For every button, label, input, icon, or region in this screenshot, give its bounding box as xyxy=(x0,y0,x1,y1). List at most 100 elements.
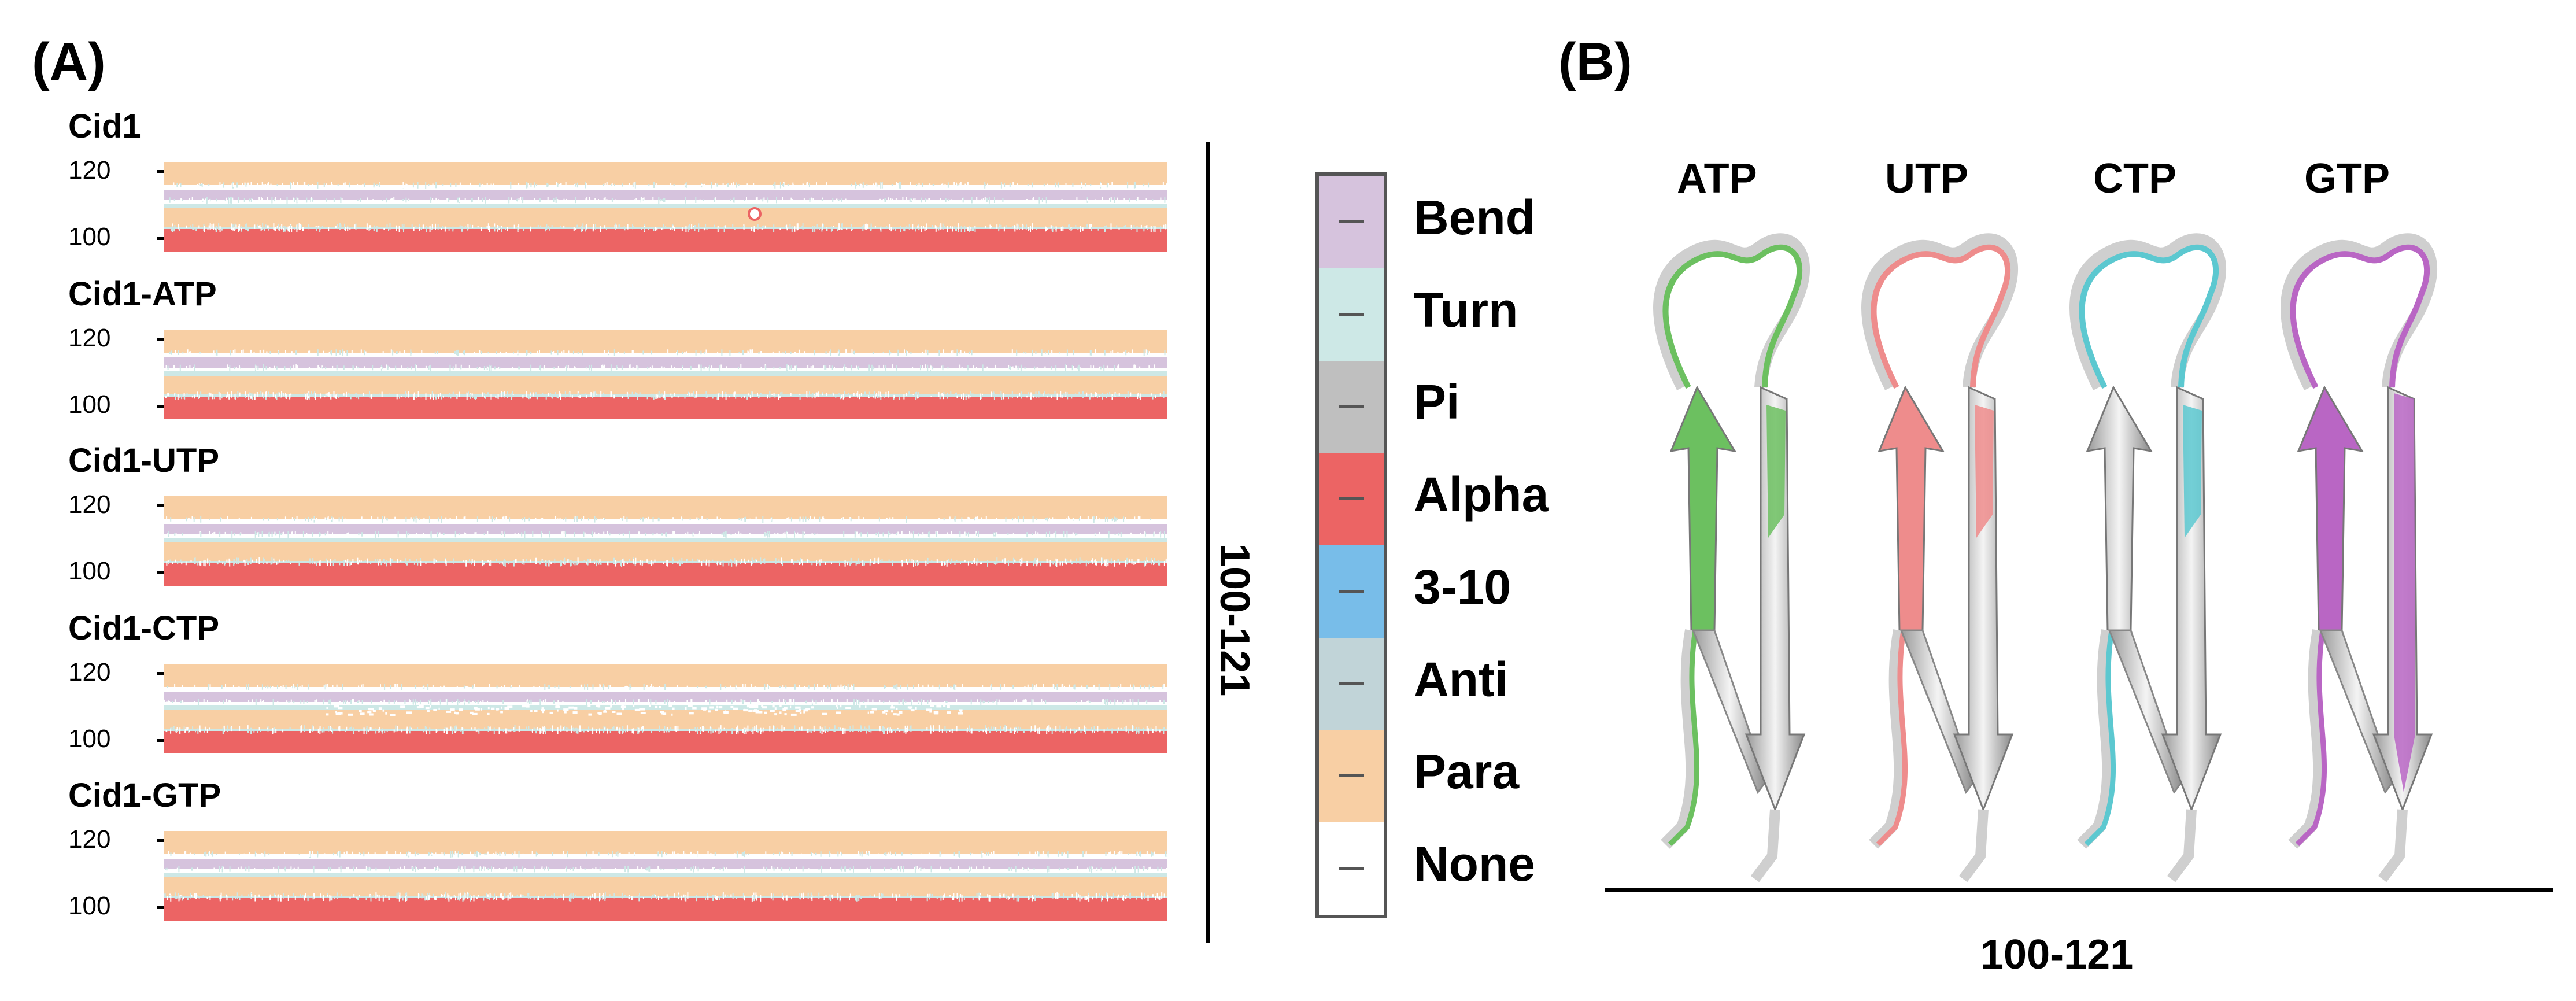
structure-noise xyxy=(164,851,1167,902)
legend-label-alpha: Alpha xyxy=(1414,467,1549,522)
structure-noise xyxy=(164,684,1167,734)
legend-swatch-bend xyxy=(1319,176,1384,269)
structure-band xyxy=(164,227,1167,229)
legend-label-3-10: 3-10 xyxy=(1414,559,1511,614)
y-tick-label-bottom: 100 xyxy=(68,390,111,419)
structure-track xyxy=(164,330,1167,419)
legend-label-para: Para xyxy=(1414,744,1520,799)
structure-band xyxy=(164,330,1167,353)
structure-band xyxy=(164,729,1167,731)
horizontal-separator xyxy=(1605,888,2553,892)
legend-swatch-para xyxy=(1319,730,1384,823)
structure-band xyxy=(164,397,1167,419)
structure-band xyxy=(164,368,1167,371)
structure-label-atp: ATP xyxy=(1677,156,1757,202)
structure-band xyxy=(164,692,1167,702)
structure-band xyxy=(164,496,1167,519)
structure-band xyxy=(164,561,1167,563)
vertical-separator xyxy=(1206,142,1210,943)
structure-band xyxy=(164,873,1167,877)
structure-band xyxy=(164,877,1167,896)
structure-band xyxy=(164,731,1167,753)
y-tick-label-top: 120 xyxy=(68,658,111,686)
structure-band xyxy=(164,357,1167,368)
structure-band xyxy=(164,376,1167,394)
legend-dash xyxy=(1338,867,1365,870)
structure-band xyxy=(164,524,1167,534)
structure-band xyxy=(164,705,1167,710)
legend-label-turn: Turn xyxy=(1414,282,1518,337)
structure-band xyxy=(164,702,1167,705)
secondary-structure-legend xyxy=(1315,172,1387,918)
structure-band xyxy=(164,896,1167,898)
legend-label-bend: Bend xyxy=(1414,190,1535,245)
track-label: Cid1-CTP xyxy=(68,610,219,647)
legend-label-anti: Anti xyxy=(1414,652,1509,707)
hairpin-gtp xyxy=(2281,233,2438,882)
legend-dash xyxy=(1338,312,1365,316)
structure-label-gtp: GTP xyxy=(2304,156,2390,202)
legend-swatch-pi xyxy=(1319,360,1384,454)
structure-noise xyxy=(166,516,1167,567)
panel-a-label: (A) xyxy=(32,32,106,91)
y-tick-label-bottom: 100 xyxy=(68,892,111,920)
track-label: Cid1-ATP xyxy=(68,275,217,313)
hairpin-atp xyxy=(1653,233,1810,882)
structure-noise xyxy=(165,349,1166,400)
structure-band xyxy=(164,190,1167,200)
structure-band xyxy=(164,542,1167,561)
hairpin-ctp xyxy=(2069,233,2227,882)
structure-label-utp: UTP xyxy=(1885,156,1968,202)
panel-b-label: (B) xyxy=(1558,32,1632,91)
legend-dash xyxy=(1338,405,1365,408)
structure-track xyxy=(164,831,1167,921)
structure-band xyxy=(164,538,1167,542)
legend-dash xyxy=(1338,589,1365,593)
legend-swatch-anti xyxy=(1319,637,1384,731)
structure-band xyxy=(164,854,1167,859)
structure-band xyxy=(164,200,1167,204)
track-label: Cid1-GTP xyxy=(68,777,221,814)
structure-band xyxy=(164,162,1167,185)
legend-dash xyxy=(1338,682,1365,685)
structure-track xyxy=(164,496,1167,586)
structures-range-label: 100-121 xyxy=(1980,932,2134,978)
structure-track xyxy=(164,664,1167,753)
structure-band xyxy=(164,204,1167,208)
legend-dash xyxy=(1338,497,1365,501)
legend-label-pi: Pi xyxy=(1414,375,1460,430)
track-label: Cid1 xyxy=(68,108,141,145)
hairpin-utp xyxy=(1861,233,2019,882)
structure-band xyxy=(164,664,1167,687)
legend-dash xyxy=(1338,774,1365,778)
legend-swatch-alpha xyxy=(1319,453,1384,546)
structure-band xyxy=(164,831,1167,854)
y-tick-label-bottom: 100 xyxy=(68,725,111,753)
y-tick-label-top: 120 xyxy=(68,156,111,184)
y-tick-label-top: 120 xyxy=(68,324,111,352)
structure-band xyxy=(164,519,1167,524)
legend-swatch-none xyxy=(1319,822,1384,915)
y-tick-label-top: 120 xyxy=(68,490,111,519)
structure-noise xyxy=(169,182,1167,232)
legend-swatch-3-10 xyxy=(1319,545,1384,638)
structure-band xyxy=(164,185,1167,190)
track-label: Cid1-UTP xyxy=(68,442,219,479)
y-tick-label-top: 120 xyxy=(68,825,111,854)
structure-band xyxy=(164,353,1167,357)
structure-band xyxy=(164,563,1167,586)
structure-band xyxy=(164,229,1167,252)
structure-band xyxy=(164,898,1167,921)
structure-track xyxy=(164,162,1167,252)
y-tick-label-bottom: 100 xyxy=(68,557,111,585)
structure-label-ctp: CTP xyxy=(2093,156,2176,202)
legend-swatch-turn xyxy=(1319,268,1384,361)
legend-dash xyxy=(1338,220,1365,223)
y-tick-label-bottom: 100 xyxy=(68,223,111,251)
structure-band xyxy=(164,869,1167,873)
hairpin-structures xyxy=(1653,233,2438,882)
structure-band xyxy=(164,208,1167,227)
structure-band xyxy=(164,371,1167,376)
legend-label-none: None xyxy=(1414,837,1535,892)
structure-band xyxy=(164,859,1167,869)
